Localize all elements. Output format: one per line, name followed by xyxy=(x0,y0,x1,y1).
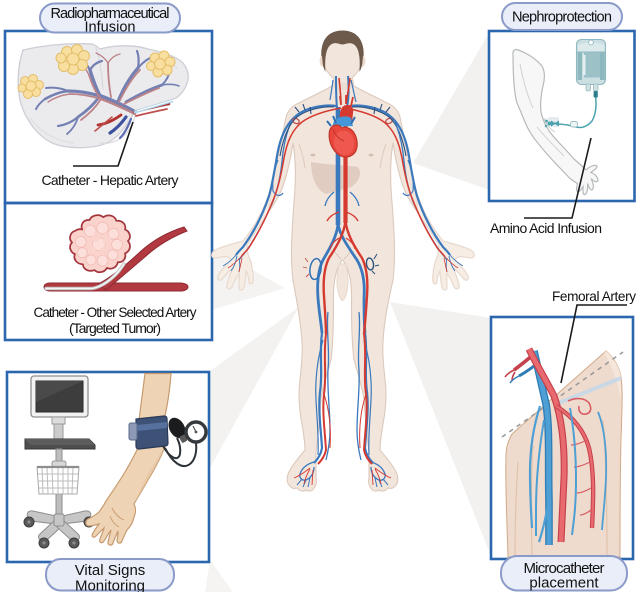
svg-text:Radiopharmaceutical: Radiopharmaceutical xyxy=(51,6,170,22)
svg-text:Femoral Artery: Femoral Artery xyxy=(552,289,636,304)
svg-text:Amino Acid Infusion: Amino Acid Infusion xyxy=(490,220,602,236)
svg-text:Catheter - Other Selected Arte: Catheter - Other Selected Artery xyxy=(34,305,197,320)
svg-text:Vital Signs: Vital Signs xyxy=(75,562,146,579)
svg-text:Nephroprotection: Nephroprotection xyxy=(512,10,612,26)
svg-text:Microcatheter: Microcatheter xyxy=(524,560,605,577)
svg-text:(Targeted Tumor): (Targeted Tumor) xyxy=(69,320,161,336)
svg-text:placement: placement xyxy=(529,575,599,592)
svg-text:Infusion: Infusion xyxy=(84,20,135,36)
svg-text:Monitoring: Monitoring xyxy=(75,578,145,592)
svg-text:Catheter - Hepatic Artery: Catheter - Hepatic Artery xyxy=(42,172,179,188)
